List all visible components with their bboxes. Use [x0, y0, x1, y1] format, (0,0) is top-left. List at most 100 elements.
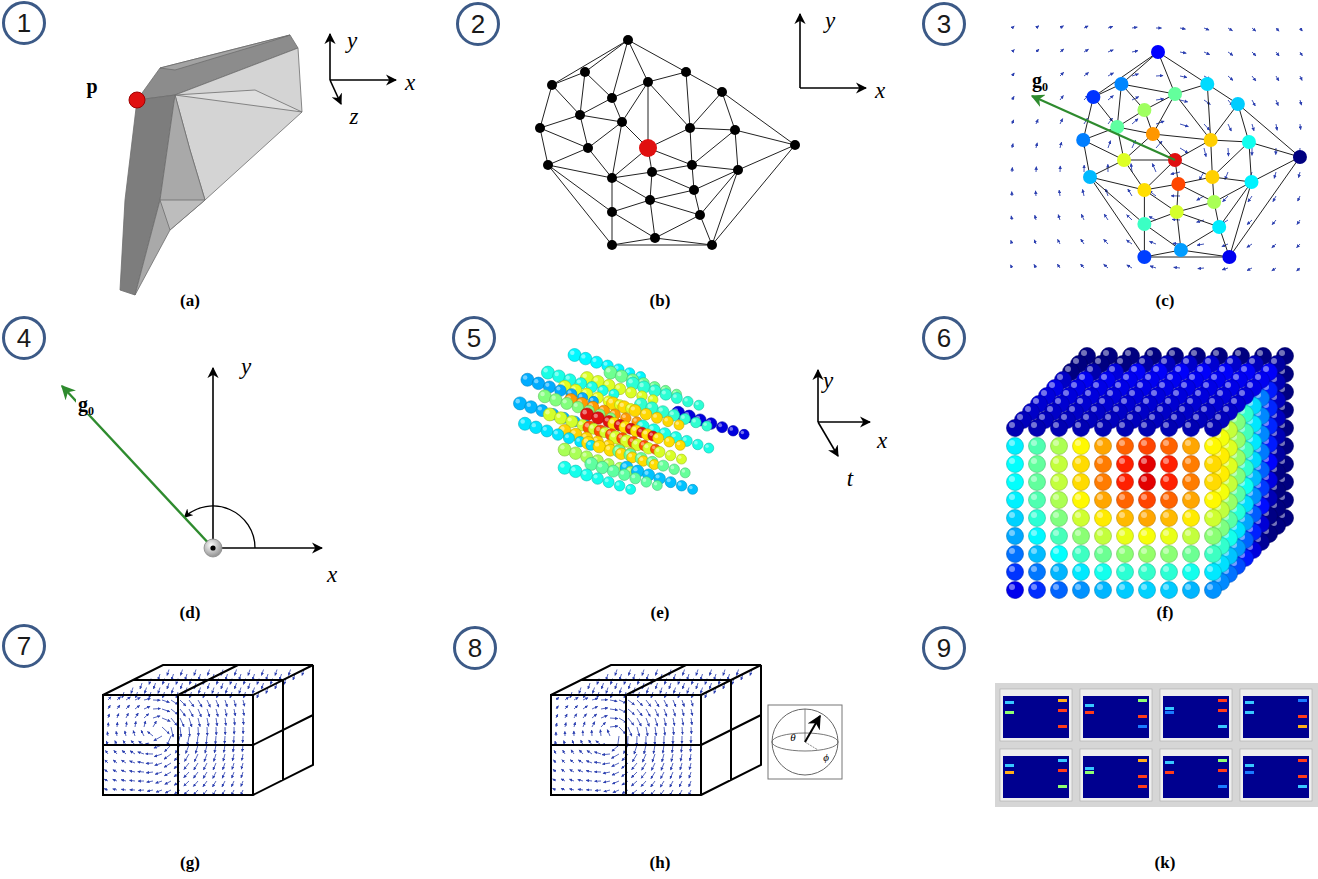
sphere	[1183, 546, 1200, 563]
field-arrow	[1126, 240, 1132, 244]
sphere	[1161, 492, 1178, 509]
graph-vertex	[1207, 195, 1221, 209]
gradient-arrow	[562, 760, 565, 763]
gradient-arrow	[232, 763, 234, 770]
gradient-arrow	[193, 781, 198, 786]
gradient-arrow	[647, 688, 649, 694]
sphere	[1183, 492, 1200, 509]
sphere	[1161, 474, 1178, 491]
gradient-arrow	[113, 760, 117, 763]
callout-number: 2	[471, 11, 485, 37]
field-arrow	[1108, 50, 1113, 52]
gradient-arrow	[555, 732, 556, 736]
gradient-arrow	[602, 754, 610, 756]
field-arrow	[1083, 189, 1084, 196]
sphere	[1183, 438, 1200, 455]
gradient-arrow	[583, 706, 588, 709]
gradient-arrow	[184, 790, 189, 794]
sphere	[1161, 510, 1178, 527]
sphere	[1139, 456, 1156, 473]
field-arrow	[1108, 26, 1113, 28]
gradient-arrow	[689, 772, 691, 778]
sphere	[629, 405, 641, 417]
gradient-arrow	[682, 718, 683, 725]
sphere	[1007, 528, 1024, 545]
gradient-arrow	[553, 779, 556, 781]
graph-vertex	[1114, 77, 1128, 91]
gradient-arrow	[689, 763, 691, 770]
sphere	[1161, 582, 1178, 599]
graph-vertex	[790, 140, 800, 150]
gradient-arrow	[184, 754, 189, 761]
gradient-arrow	[195, 745, 198, 753]
gradient-arrow	[187, 736, 189, 745]
sphere	[550, 394, 563, 407]
field-arrow	[1057, 264, 1060, 268]
graph-vertex	[607, 93, 617, 103]
gradient-arrow	[104, 770, 108, 772]
gradient-arrow	[212, 781, 216, 787]
gradient-arrow	[564, 731, 565, 736]
gradient-arrow	[610, 726, 618, 727]
field-arrow	[1252, 124, 1254, 131]
gradient-arrow	[130, 789, 135, 790]
field-arrow	[1036, 119, 1038, 124]
gradient-arrow	[234, 718, 236, 725]
field-arrow	[1104, 214, 1108, 220]
gradient-arrow	[628, 709, 634, 715]
gradient-arrow	[197, 736, 198, 745]
gradient-arrow	[664, 727, 666, 735]
histogram-panel	[1240, 749, 1312, 801]
sphere	[603, 477, 614, 488]
gradient-arrow	[167, 670, 169, 676]
gradient-arrow	[574, 722, 575, 727]
sphere	[1183, 456, 1200, 473]
gradient-arrow	[663, 736, 664, 744]
gradient-arrow	[216, 709, 218, 717]
gradient-arrow	[653, 745, 655, 754]
gradient-arrow	[226, 688, 228, 694]
sphere	[1117, 564, 1134, 581]
gradient-arrow	[208, 670, 210, 676]
callout-circle: 6	[922, 316, 966, 360]
gradient-arrow	[180, 727, 181, 737]
gradient-arrow	[690, 736, 691, 743]
field-arrow	[1204, 52, 1210, 55]
histogram-panel	[1000, 689, 1072, 741]
gradient-arrow	[642, 754, 646, 762]
graph-vertex	[689, 185, 699, 195]
field-arrow	[1156, 28, 1162, 29]
sphere	[1073, 564, 1090, 581]
field-arrow	[1060, 166, 1061, 172]
callout-number: 3	[937, 11, 951, 37]
gradient-arrow	[619, 727, 626, 734]
gradient-arrow	[117, 722, 118, 727]
gradient-arrow	[646, 700, 651, 707]
gradient-arrow	[607, 730, 610, 736]
gradient-arrow	[615, 670, 617, 676]
gradient-arrow	[586, 780, 592, 782]
gradient-arrow	[146, 763, 153, 764]
gradient-arrow	[108, 723, 109, 727]
gradient-arrow	[189, 727, 191, 737]
gradient-arrow	[165, 781, 171, 784]
field-arrow	[1012, 73, 1014, 76]
sphere	[525, 401, 538, 414]
field-arrow	[1204, 28, 1209, 30]
gradient-arrow	[588, 683, 590, 689]
sphere	[1095, 474, 1112, 491]
sphere	[552, 429, 564, 441]
field-arrow	[1174, 267, 1180, 269]
gradient-arrow	[622, 772, 628, 777]
field-arrow	[1035, 191, 1037, 196]
sphere	[671, 393, 682, 404]
gradient-arrow	[604, 790, 610, 792]
sphere	[1029, 474, 1046, 491]
field-arrow	[1012, 144, 1013, 148]
gradient-arrow	[225, 718, 226, 726]
field-arrow	[1012, 26, 1014, 28]
mesh-illustration	[120, 35, 302, 295]
sphere	[1051, 564, 1068, 581]
gradient-arrow	[601, 699, 608, 700]
gradient-arrow	[701, 688, 703, 694]
